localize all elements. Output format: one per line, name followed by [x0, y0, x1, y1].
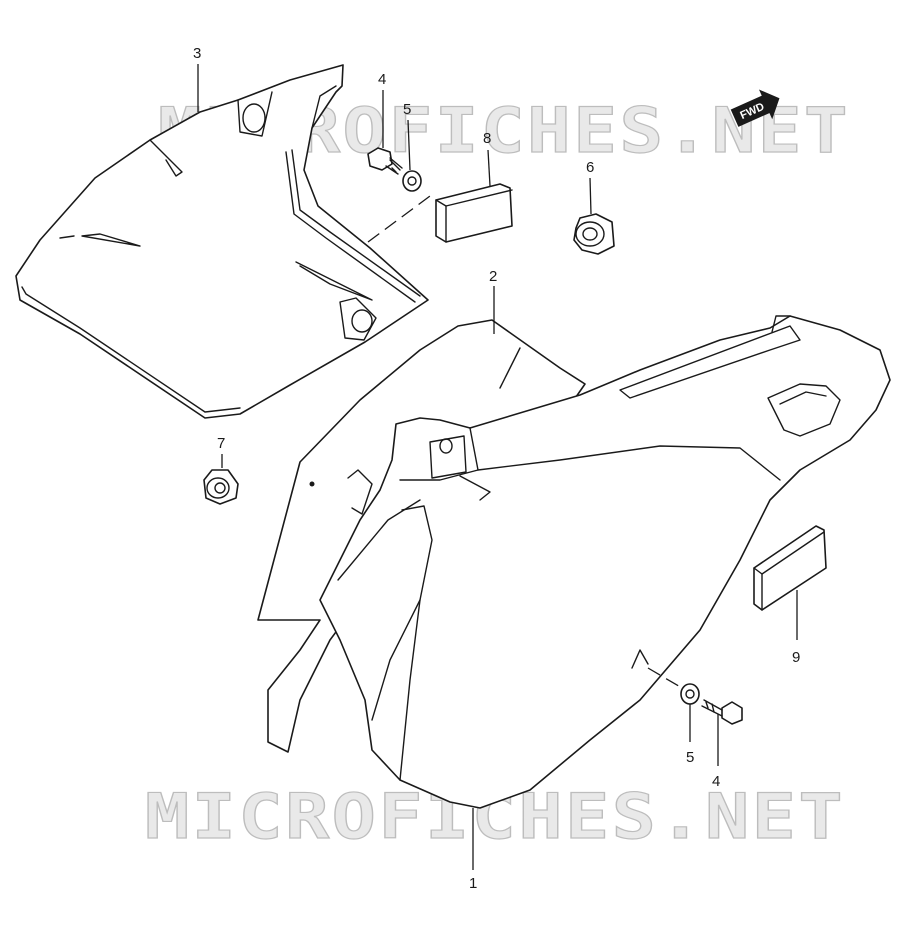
- callout-part-4-bottom: 4: [712, 773, 720, 790]
- rivet-dot: [309, 481, 315, 487]
- side-cover-main: [319, 315, 891, 809]
- callout-part-1: 1: [469, 875, 477, 892]
- frame-cover-upper: [15, 64, 429, 419]
- bolt-bottom: [701, 699, 743, 725]
- callout-part-9: 9: [792, 649, 800, 666]
- fwd-arrow-badge: FWD: [730, 89, 780, 127]
- adhesive-pad-lower: [753, 525, 827, 611]
- callout-part-5-top: 5: [403, 101, 411, 118]
- callout-part-2: 2: [489, 268, 497, 285]
- adhesive-pad-upper: [435, 183, 513, 243]
- callout-part-3: 3: [193, 45, 201, 62]
- callout-part-4-top: 4: [378, 71, 386, 88]
- callout-part-7: 7: [217, 435, 225, 452]
- callout-part-8: 8: [483, 130, 491, 147]
- assembly-line-bottom: [647, 667, 683, 689]
- assembly-line-top: [367, 195, 431, 243]
- washer-bottom: [680, 683, 700, 705]
- bolt-top: [367, 147, 403, 175]
- grommet-large: [573, 213, 615, 255]
- callout-part-6: 6: [586, 159, 594, 176]
- callout-part-5-bottom: 5: [686, 749, 694, 766]
- grommet-small: [203, 469, 239, 505]
- leader-lines: [197, 64, 798, 870]
- washer-top: [402, 170, 422, 192]
